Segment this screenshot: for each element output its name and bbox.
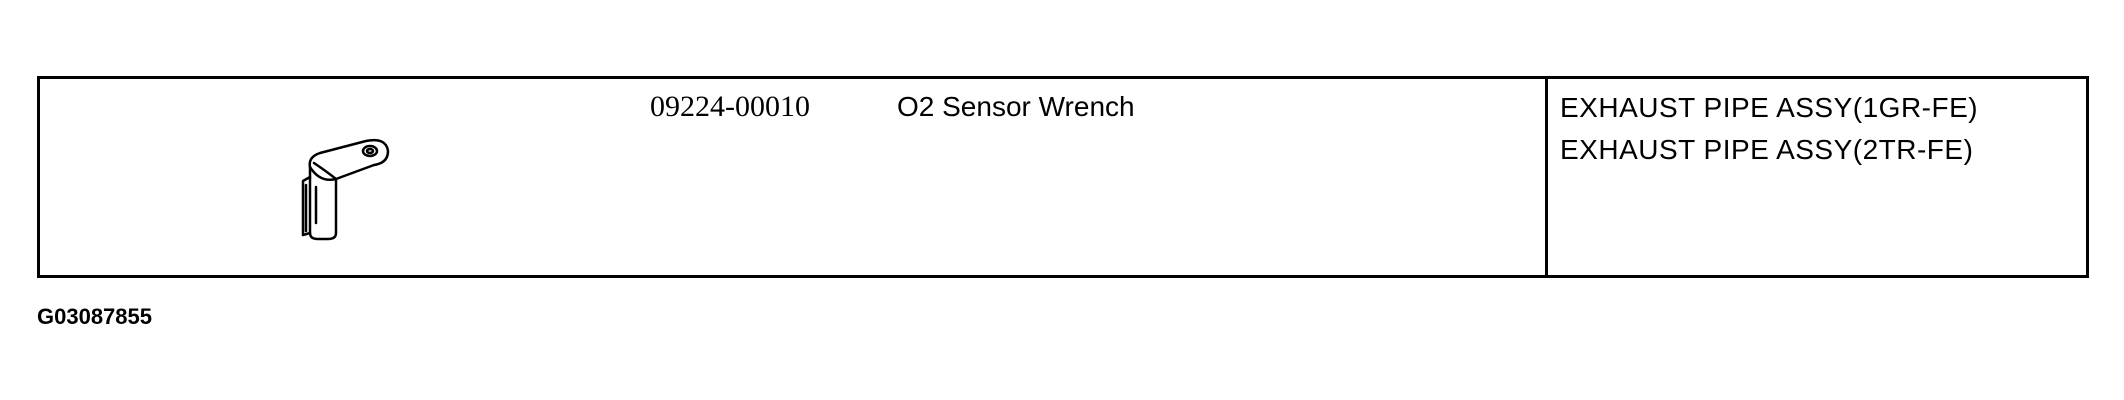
part-number: 09224-00010	[650, 90, 810, 123]
application-list: EXHAUST PIPE ASSY(1GR-FE) EXHAUST PIPE A…	[1560, 87, 1978, 171]
column-divider	[1545, 79, 1548, 275]
special-tool-table: 09224-00010 O2 Sensor Wrench EXHAUST PIP…	[37, 76, 2089, 278]
application-item: EXHAUST PIPE ASSY(1GR-FE)	[1560, 92, 1979, 123]
figure-code: G03087855	[37, 304, 152, 329]
tool-name: O2 Sensor Wrench	[897, 91, 1135, 122]
o2-sensor-wrench-icon	[301, 138, 390, 241]
application-item: EXHAUST PIPE ASSY(2TR-FE)	[1560, 134, 1974, 165]
